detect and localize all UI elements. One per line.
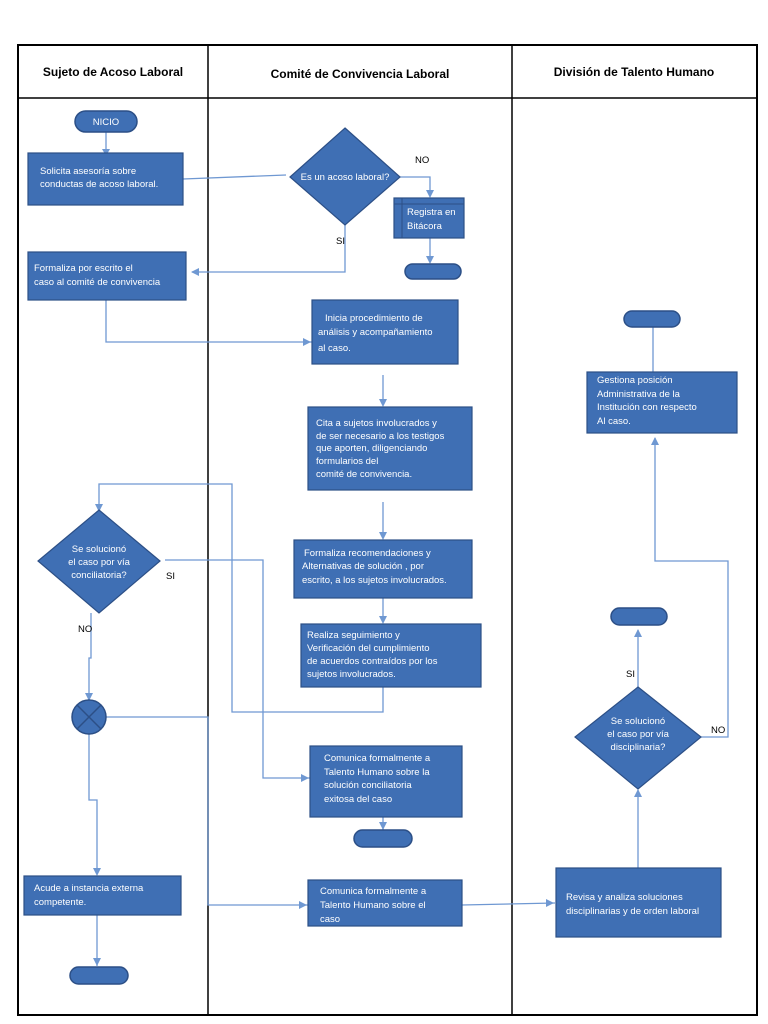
process-formaliza-recom-line-3: escrito, a los sujetos involucrados. [302,575,447,586]
connector-no-registra [400,176,431,195]
label-no-disciplinaria: NO [711,725,725,736]
decision-disciplinaria-line-2: el caso por vía [607,729,669,740]
process-registra-line-2: Bitácora [407,221,443,232]
process-acude: Acude a instancia externa competente. [23,875,182,916]
process-formaliza-recom-line-2: Alternativas de solución , por [302,561,424,572]
decision-disciplinaria: Se solucionó el caso por vía disciplinar… [574,686,702,790]
connector-seguimiento-decision [98,483,384,713]
connector-merge-comunica-th [106,716,308,906]
connector-no-merge [88,613,92,700]
process-gestiona-line-1: Gestiona posición [597,375,673,386]
merge-connector [71,699,107,735]
decision-conciliatoria-line-2: el caso por vía [68,557,130,568]
label-no-conciliatoria: NO [78,624,92,635]
decision-conciliatoria-line-1: Se solucionó [72,544,126,555]
process-revisa-line-2: disciplinarias y de orden laboral [566,906,699,917]
process-acude-line-2: competente. [34,897,86,908]
process-seguimiento-line-4: sujetos involucrados. [307,669,396,680]
label-si-conciliatoria: SI [166,571,175,582]
end-terminator-talento [623,310,681,328]
process-seguimiento-line-2: Verificación del cumplimiento [307,643,430,654]
connector-merge-acude [88,734,98,874]
process-solicita-line-1: Solicita asesoría sobre [40,166,136,177]
label-si-acoso: SI [336,236,345,247]
process-gestiona-line-4: Al caso. [597,416,631,427]
process-revisa-line-1: Revisa y analiza soluciones [566,892,683,903]
process-comunica-th-line-2: Talento Humano sobre el [320,900,426,911]
svg-text:NICIO: NICIO [93,117,119,128]
process-formaliza-escrito-line-2: caso al comité de convivencia [34,277,161,288]
connector-si-comunica [165,559,310,779]
end-terminator-conciliatoria [353,829,413,848]
svg-text:Es un acoso laboral?: Es un acoso laboral? [301,172,390,183]
process-formaliza-recom-line-1: Formaliza recomendaciones y [304,548,431,559]
end-terminator-registro [404,263,462,280]
process-revisa: Revisa y analiza soluciones disciplinari… [555,867,722,938]
process-comunica-th-line-3: caso [320,914,340,925]
process-seguimiento: Realiza seguimiento y Verificación del c… [300,623,482,688]
process-comunica-exito-line-3: solución conciliatoria [324,780,412,791]
process-solicita: Solicita asesoría sobre conductas de aco… [27,152,184,206]
connector-si-formaliza [192,220,346,273]
start-terminator: NICIO [74,110,138,133]
swimlane-frame [17,44,758,1016]
process-comunica-th-line-1: Comunica formalmente a [320,886,427,897]
process-cita-line-5: comité de convivencia. [316,469,412,480]
process-registra-line-1: Registra en [407,207,456,218]
process-comunica-exito-line-4: exitosa del caso [324,794,392,805]
process-comunica-exito-line-1: Comunica formalmente a [324,753,431,764]
process-formaliza-escrito-line-1: Formaliza por escrito el [34,263,133,274]
end-terminator-externa [69,966,129,985]
process-registra: Registra en Bitácora [393,197,465,239]
connector-comunica-revisa [461,902,556,906]
process-inicia: Inicia procedimiento de análisis y acomp… [311,299,459,365]
process-formaliza-recom: Formaliza recomendaciones y Alternativas… [293,539,473,599]
process-solicita-line-2: conductas de acoso laboral. [40,179,158,190]
decision-conciliatoria: Se solucionó el caso por vía conciliator… [37,509,161,614]
process-inicia-line-3: al caso. [318,343,351,354]
process-acude-line-1: Acude a instancia externa [34,883,144,894]
process-gestiona-line-3: Institución con respecto [597,402,697,413]
lane-header-talento: División de Talento Humano [554,65,714,79]
decision-acoso: Es un acoso laboral? [289,127,401,226]
lane-header-comite: Comité de Convivencia Laboral [271,67,450,81]
label-si-disciplinaria: SI [626,669,635,680]
process-comunica-exito-line-2: Talento Humano sobre la [324,767,430,778]
process-cita-line-3: que aporten, diligenciando [316,443,427,454]
process-seguimiento-line-1: Realiza seguimiento y [307,630,400,641]
label-no-acoso: NO [415,155,429,166]
decision-disciplinaria-line-1: Se solucionó [611,716,665,727]
process-formaliza-escrito: Formaliza por escrito el caso al comité … [27,251,187,301]
process-cita-line-1: Cita a sujetos involucrados y [316,418,437,429]
process-comunica-th: Comunica formalmente a Talento Humano so… [307,879,463,927]
process-inicia-line-1: Inicia procedimiento de [325,313,423,324]
connector-no-gestiona [654,438,729,738]
connector-solicita-decision [182,174,287,180]
decision-conciliatoria-line-3: conciliatoria? [71,570,126,581]
process-gestiona-line-2: Administrativa de la [597,389,681,400]
end-terminator-disciplinaria [610,607,668,626]
process-gestiona: Gestiona posición Administrativa de la I… [586,371,738,434]
process-cita-line-4: formularios del [316,456,378,467]
lane-header-sujeto: Sujeto de Acoso Laboral [43,65,183,79]
process-seguimiento-line-3: de acuerdos contraídos por los [307,656,438,667]
process-inicia-line-2: análisis y acompañamiento [318,327,433,338]
process-comunica-exito: Comunica formalmente a Talento Humano so… [309,745,463,818]
process-cita-line-2: de ser necesario a los testigos [316,431,445,442]
process-cita: Cita a sujetos involucrados y de ser nec… [307,406,473,491]
connector-formaliza-inicia [105,300,312,343]
arrowheads [85,149,659,966]
decision-disciplinaria-line-3: disciplinaria? [611,742,666,753]
